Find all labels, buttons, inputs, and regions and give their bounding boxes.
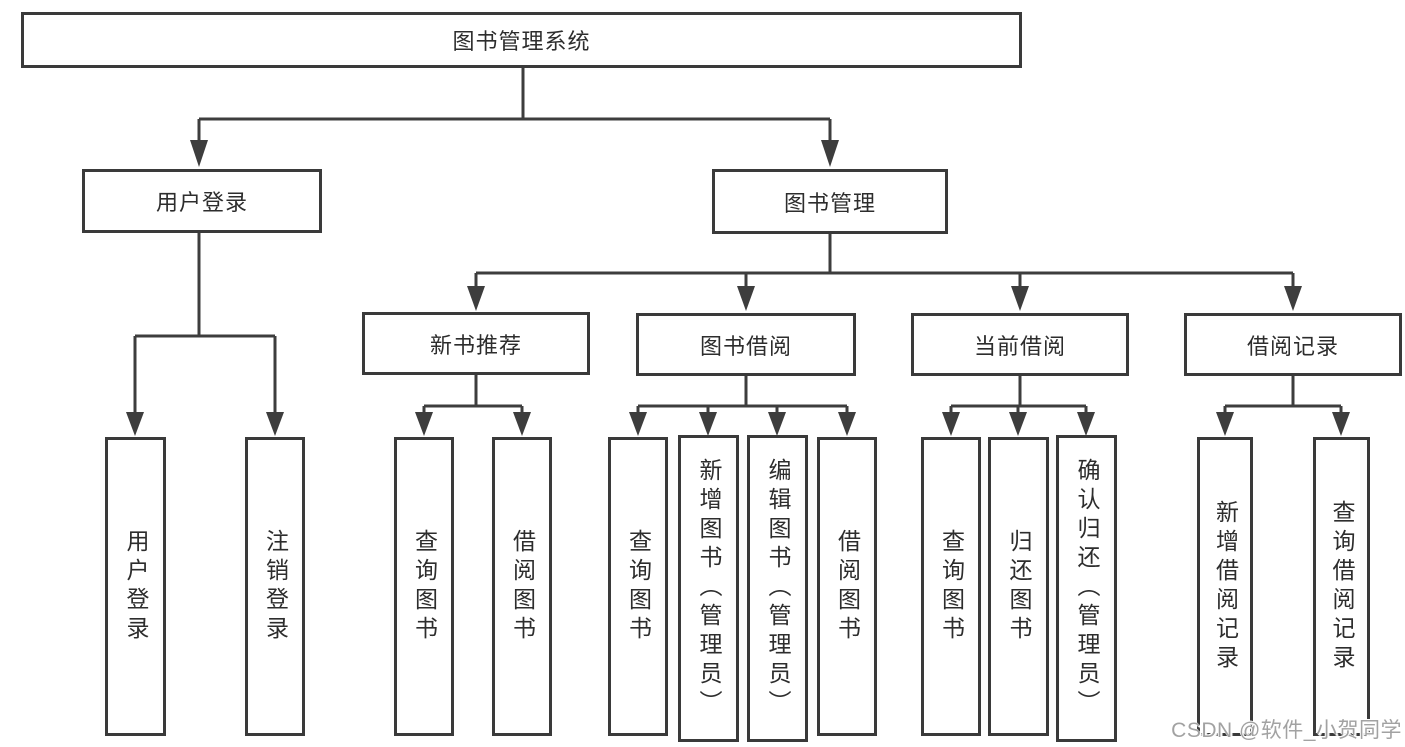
node-borrow-records-label: 借阅记录 (1246, 333, 1339, 359)
leaf-user-login-label: 用户登录 (123, 528, 149, 645)
leaf-add-borrow-record: 新增借阅记录 (1197, 437, 1253, 736)
node-book-management: 图书管理 (712, 169, 948, 234)
leaf-return-book: 归还图书 (988, 437, 1049, 736)
leaf-user-login: 用户登录 (105, 437, 166, 736)
leaf-add-book-admin-label: 新增图书（管理员） (696, 458, 722, 719)
leaf-recommend-borrow-book-label: 借阅图书 (509, 528, 536, 645)
node-user-login: 用户登录 (82, 169, 322, 233)
watermark: CSDN @软件_小贺同学 (1171, 719, 1402, 742)
leaf-recommend-query-book: 查询图书 (394, 437, 454, 736)
leaf-query-borrow-record-label: 查询借阅记录 (1329, 499, 1355, 674)
node-root: 图书管理系统 (21, 12, 1022, 68)
leaf-borrowing-borrow-book-label: 借阅图书 (834, 528, 861, 645)
leaf-add-book-admin: 新增图书（管理员） (678, 435, 739, 742)
leaf-recommend-borrow-book: 借阅图书 (492, 437, 552, 736)
leaf-edit-book-admin-label: 编辑图书（管理员） (765, 458, 791, 719)
node-current-borrowing-label: 当前借阅 (973, 333, 1066, 359)
node-book-management-label: 图书管理 (783, 190, 876, 216)
leaf-logout-login: 注销登录 (245, 437, 305, 736)
leaf-borrowing-borrow-book: 借阅图书 (817, 437, 877, 736)
node-new-book-recommend: 新书推荐 (362, 312, 590, 375)
node-current-borrowing: 当前借阅 (911, 313, 1129, 376)
leaf-add-borrow-record-label: 新增借阅记录 (1212, 499, 1239, 674)
leaf-current-query-book: 查询图书 (921, 437, 981, 736)
node-root-label: 图书管理系统 (452, 29, 591, 54)
node-borrow-records: 借阅记录 (1184, 313, 1402, 376)
leaf-return-book-label: 归还图书 (1006, 528, 1032, 645)
leaf-query-borrow-record: 查询借阅记录 (1313, 437, 1370, 736)
leaf-logout-login-label: 注销登录 (262, 528, 289, 645)
leaf-confirm-return-admin-label: 确认归还（管理员） (1074, 458, 1100, 719)
leaf-recommend-query-book-label: 查询图书 (411, 528, 438, 645)
node-new-book-recommend-label: 新书推荐 (429, 332, 522, 358)
node-book-borrowing: 图书借阅 (636, 313, 856, 376)
leaf-edit-book-admin: 编辑图书（管理员） (747, 435, 808, 742)
leaf-borrowing-query-book: 查询图书 (608, 437, 668, 736)
leaf-confirm-return-admin: 确认归还（管理员） (1056, 435, 1117, 742)
leaf-current-query-book-label: 查询图书 (938, 528, 965, 645)
leaf-borrowing-query-book-label: 查询图书 (625, 528, 652, 645)
node-user-login-label: 用户登录 (155, 190, 248, 215)
node-book-borrowing-label: 图书借阅 (699, 333, 792, 359)
